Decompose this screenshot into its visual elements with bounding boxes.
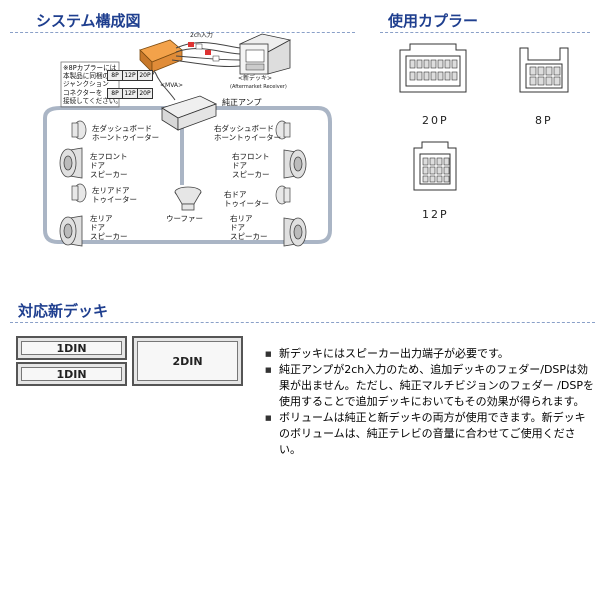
woofer-shape [174, 186, 202, 211]
divider [380, 32, 590, 33]
system-diagram-title: システム構成図 [36, 12, 141, 30]
plug-20p: 20P [137, 88, 153, 99]
system-diagram: ※8Pカプラーには 本製品に同梱の ジャンクション コネクターを 接続してくださ… [0, 0, 600, 260]
note-item: ボリュームは純正と新デッキの両方が使用できます。新デッキのボリュームは、純正テレ… [265, 410, 595, 458]
deck-1din-label: 1DIN [21, 341, 122, 355]
coupler-8p-caption: 8P [535, 114, 553, 127]
left-front-speaker-label: 左フロント ドア スピーカー [90, 152, 128, 179]
note-item: 新デッキにはスピーカー出力端子が必要です。 [265, 346, 595, 362]
divider [10, 32, 355, 33]
notes-list: 新デッキにはスピーカー出力端子が必要です。 純正アンプが2ch入力のため、追加デ… [265, 346, 595, 458]
right-rear-speaker-label: 右リア ドア スピーカー [230, 214, 268, 241]
coupler-8p-shape [519, 47, 569, 93]
left-rear-speaker-label: 左リア ドア スピーカー [90, 214, 128, 241]
mva-label: <MVA> [160, 82, 184, 89]
woofer-label: ウーファー [166, 214, 204, 223]
plug-20p: 20P [137, 70, 153, 81]
left-rear-tweeter-label: 左リアドア トゥイーター [92, 186, 137, 204]
deck-1din-bottom: 1DIN [16, 362, 127, 386]
deck-1din-top: 1DIN [16, 336, 127, 360]
coupler-note: ※8Pカプラーには 本製品に同梱の ジャンクション コネクターを 接続してくださ… [63, 64, 122, 105]
coupler-12p-shape [413, 141, 457, 191]
deck-1din-label: 1DIN [21, 367, 122, 381]
amp-box [161, 95, 218, 131]
coupler-20p-caption: 20P [422, 114, 449, 127]
coupler-drawings [399, 43, 569, 191]
note-item: 純正アンプが2ch入力のため、追加デッキのフェダー/DSPは効果が出ません。ただ… [265, 362, 595, 410]
coupler-20p-shape [399, 43, 467, 93]
new-deck-unit [238, 33, 292, 75]
compatible-decks-title: 対応新デッキ [18, 302, 109, 320]
coupler-12p-caption: 12P [422, 208, 449, 221]
amp-label: 純正アンプ [222, 98, 262, 107]
right-dash-tweeter-label: 右ダッシュボード ホーントゥイーター [214, 124, 282, 142]
deck-2din: 2DIN [132, 336, 243, 386]
divider [10, 322, 595, 323]
coupler-title: 使用カプラー [388, 12, 479, 30]
right-door-tweeter-label: 右ドア トゥイーター [224, 190, 269, 208]
deck-2din-label: 2DIN [137, 341, 238, 381]
left-dash-tweeter-label: 左ダッシュボード ホーントゥイーター [92, 124, 160, 142]
aftermarket-label: (Aftermarket Receiver) [230, 84, 287, 90]
right-front-speaker-label: 右フロント ドア スピーカー [232, 152, 270, 179]
mva-unit [139, 39, 183, 73]
ch-input-label: 2ch入力 [190, 32, 213, 39]
new-deck-label: <新デッキ> [238, 75, 273, 82]
